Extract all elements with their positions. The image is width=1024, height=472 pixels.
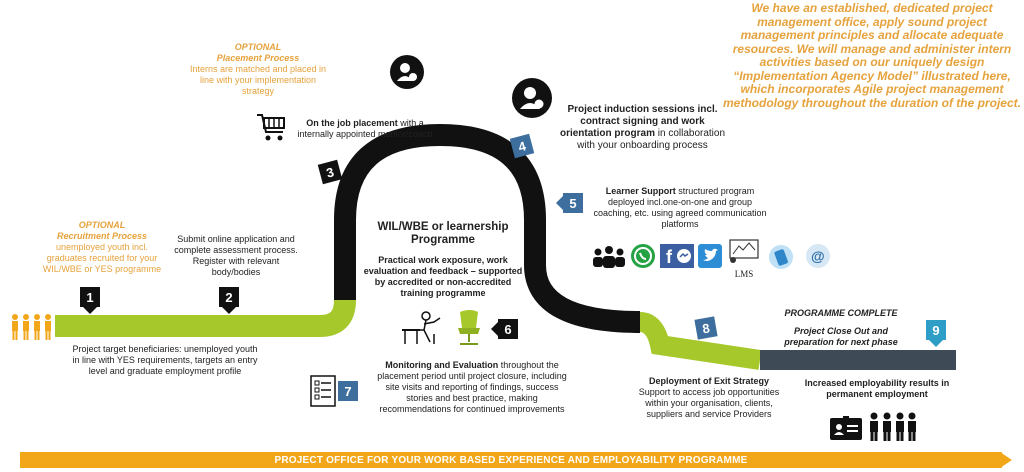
recruitment-block: OPTIONAL Recruitment Process unemployed …	[38, 220, 166, 275]
complete-title: PROGRAMME COMPLETE	[784, 308, 898, 318]
desk-worker-icon	[402, 311, 441, 344]
step8-rest: Support to access job opportunities with…	[638, 387, 780, 419]
intro-text: We have an established, dedicated projec…	[723, 1, 1021, 110]
placement-title: Placement Process	[216, 53, 300, 63]
whatsapp-icon	[631, 244, 655, 268]
placement-optional: OPTIONAL	[234, 42, 282, 52]
recruitment-body: unemployed youth incl. graduates recruit…	[42, 242, 162, 274]
user-check-icon	[390, 55, 424, 89]
step4-bold: Project induction sessions incl. contrac…	[559, 104, 718, 139]
phone-icon	[769, 245, 793, 269]
footer-banner-tip	[1000, 452, 1012, 468]
step3-text: On the job placement with a internally a…	[295, 118, 435, 140]
twitter-icon	[698, 244, 722, 268]
step4-text: Project induction sessions incl. contrac…	[555, 104, 730, 152]
step8-text: Deployment of Exit Strategy Support to a…	[636, 376, 782, 420]
chair-icon	[458, 310, 480, 345]
step1-badge: 1	[80, 287, 100, 307]
step5-text: Learner Support structured program deplo…	[590, 186, 770, 230]
svg-text:f: f	[666, 247, 673, 267]
step4-rest: in collaboration with your onboarding pr…	[577, 128, 726, 151]
step6-arrow	[491, 322, 498, 336]
cart-icon	[257, 114, 285, 141]
step8-badge: 8	[694, 316, 718, 340]
step3-bold: On the job placement	[306, 118, 398, 128]
step9-arrow	[929, 340, 943, 347]
lms-label: LMS	[734, 269, 754, 279]
step5-badge: 5	[563, 193, 583, 213]
step7-rest: throughout the placement period until pr…	[377, 360, 567, 414]
step5-rest: structured program deployed incl.one-on-…	[593, 186, 767, 229]
step5-arrow	[556, 196, 563, 210]
checklist-icon	[310, 375, 336, 407]
recruitment-title: Recruitment Process	[56, 231, 148, 241]
facebook-messenger-icon: f	[660, 244, 694, 268]
step7-bold: Monitoring and Evaluation	[385, 360, 499, 370]
step1-text: Project target beneficiaries: unemployed…	[72, 344, 258, 376]
step2-text: Submit online application and complete a…	[174, 234, 298, 277]
center-title: WIL/WBE or learnership Programme	[377, 221, 509, 246]
step3-rest: with a internally appointed mentor/coach	[297, 118, 433, 139]
employed-people-icon	[870, 412, 916, 441]
complete-result: Increased employability results in perma…	[804, 378, 950, 399]
step7-badge: 7	[338, 381, 358, 401]
recruitment-optional: OPTIONAL	[78, 220, 126, 230]
step9-badge: 9	[926, 320, 946, 340]
step2-badge: 2	[219, 287, 239, 307]
step8-bold: Deployment of Exit Strategy	[648, 376, 770, 386]
lms-icon: LMS	[727, 238, 761, 279]
step5-bold: Learner Support	[605, 186, 676, 196]
step7-text: Monitoring and Evaluation throughout the…	[372, 360, 572, 415]
placement-body: Interns are matched and placed in line w…	[189, 64, 327, 96]
people-row-icon	[12, 314, 51, 340]
placement-block: OPTIONAL Placement Process Interns are m…	[188, 42, 328, 97]
step2-arrow	[222, 307, 236, 314]
people-group-icon	[593, 246, 625, 268]
complete-sub: Project Close Out and preparation for ne…	[784, 326, 898, 347]
step6-badge: 6	[498, 319, 518, 339]
svg-text:@: @	[811, 248, 825, 264]
step1-arrow	[83, 307, 97, 314]
footer-banner: PROJECT OFFICE FOR YOUR WORK BASED EXPER…	[20, 452, 1002, 468]
email-icon: @	[806, 244, 830, 268]
center-body: Practical work exposure, work evaluation…	[363, 255, 523, 298]
id-card-icon	[830, 416, 862, 440]
user-check-icon	[512, 78, 552, 118]
